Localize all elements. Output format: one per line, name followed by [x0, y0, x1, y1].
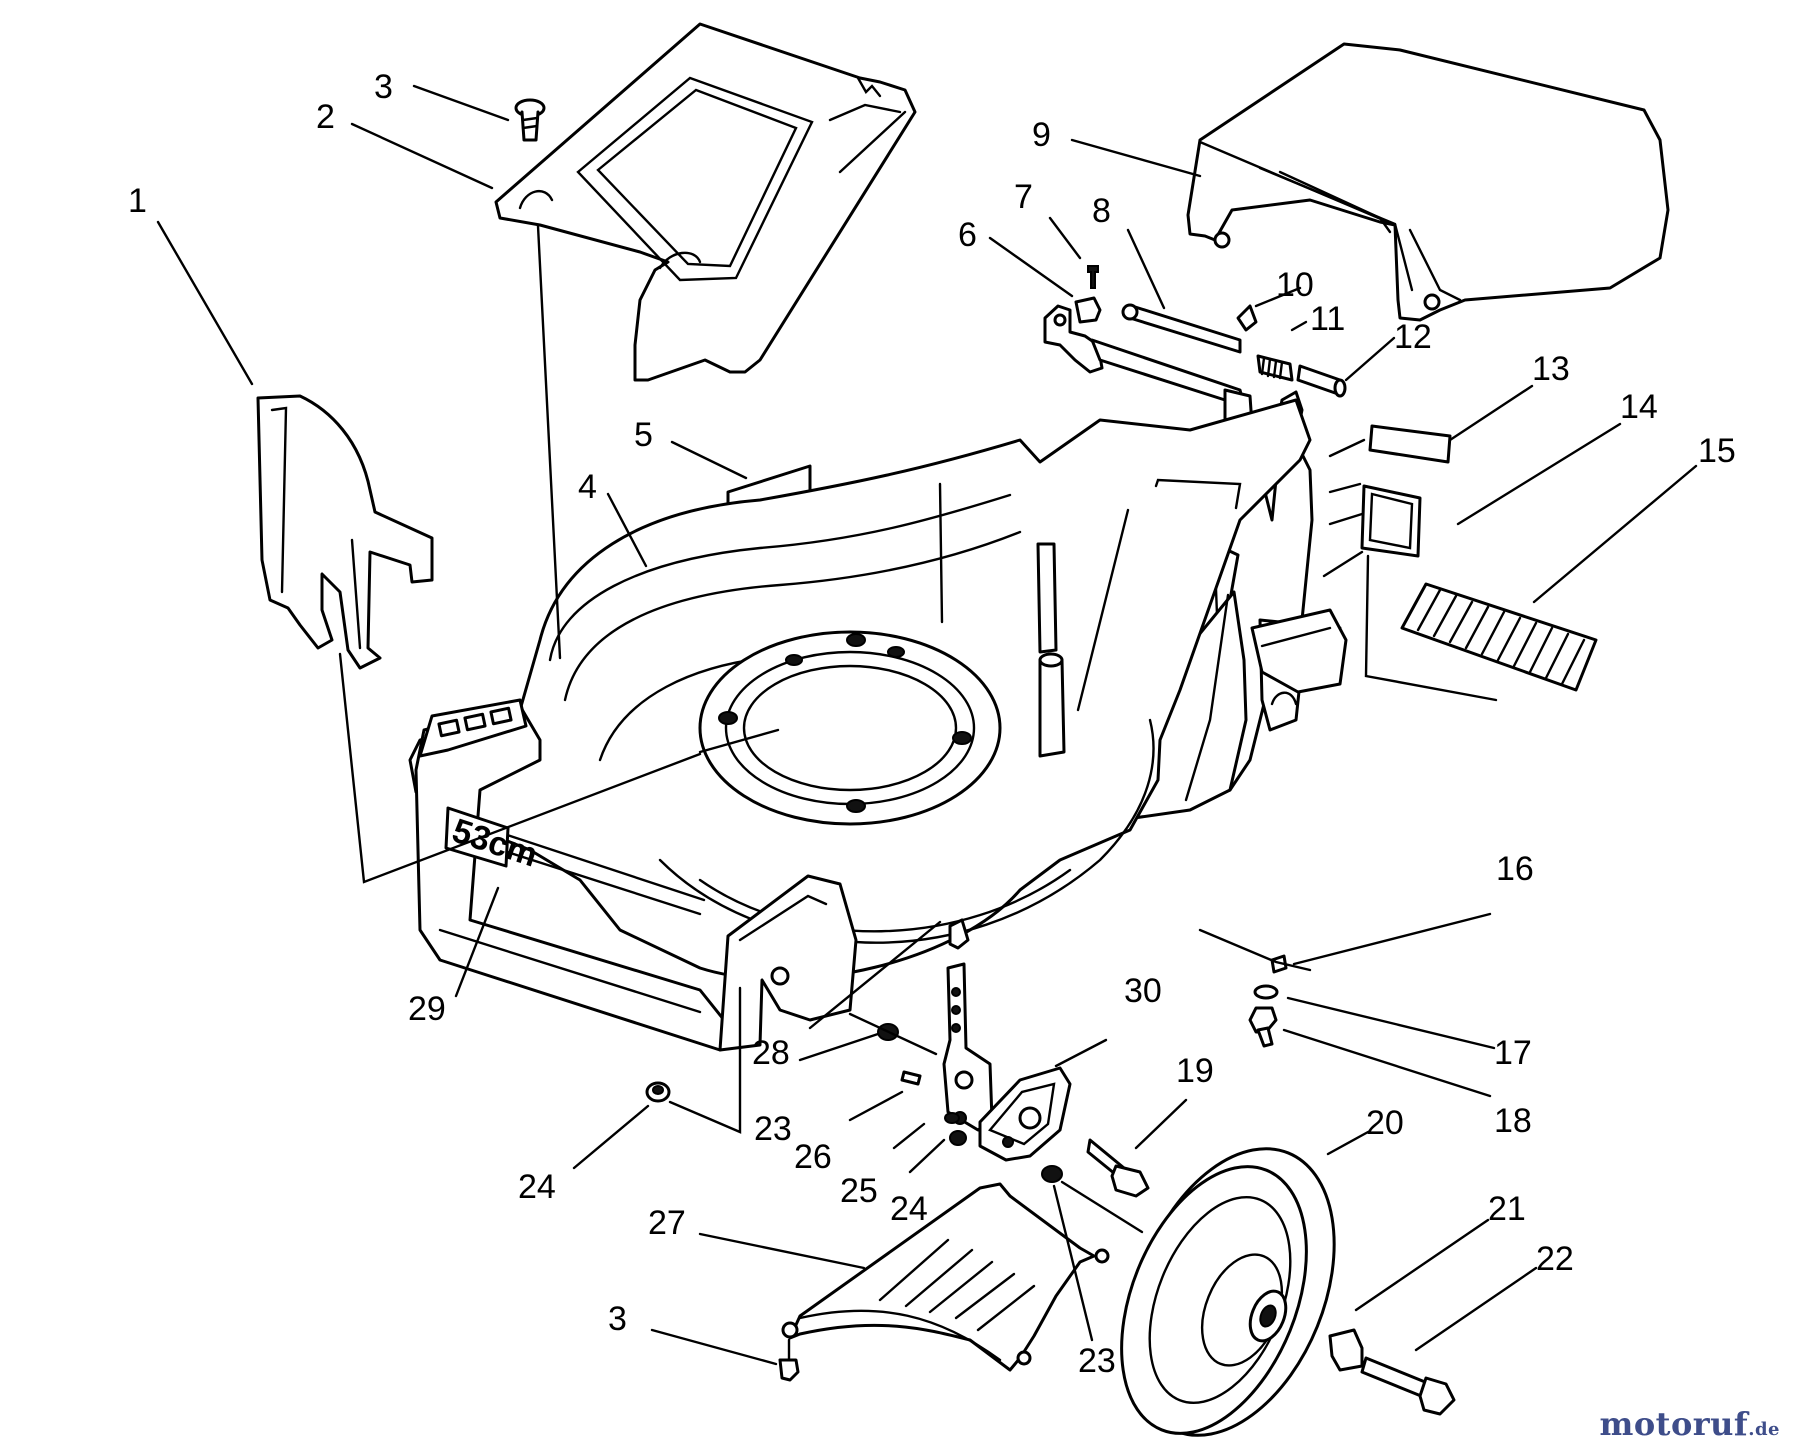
part-6-block[interactable]	[1074, 296, 1102, 324]
part-21-bushing[interactable]	[1328, 1328, 1364, 1372]
callout-12: 12	[1394, 318, 1432, 356]
callout-10: 10	[1276, 266, 1314, 304]
callout-23-upper: 23	[754, 1110, 792, 1148]
part-7-screw[interactable]	[1087, 265, 1099, 289]
part-28-screw[interactable]	[948, 918, 970, 950]
part-27-rear-flap[interactable]	[781, 1182, 1110, 1372]
callout-15: 15	[1698, 432, 1736, 470]
callout-14: 14	[1620, 388, 1658, 426]
part-17-washer[interactable]	[1253, 984, 1279, 1000]
part-13-label[interactable]	[1368, 424, 1452, 464]
part-4-mower-deck[interactable]: 53cm	[408, 398, 1348, 1052]
part-9-catcher-cover[interactable]	[1186, 42, 1670, 322]
callout-3-bottom: 3	[608, 1300, 627, 1338]
callout-6: 6	[958, 216, 977, 254]
part-22-axle-bolt[interactable]	[1360, 1356, 1456, 1416]
assembly-reference-lines	[338, 224, 1498, 1234]
part-11-spring[interactable]	[1256, 354, 1294, 382]
callout-numbers: 1 2 3 3 4 5 6 7 8 9 10 11 12 13 14 15 16…	[128, 68, 1736, 1380]
part-24-nut-left[interactable]	[645, 1081, 671, 1103]
part-14-gasket[interactable]	[1360, 484, 1422, 558]
callout-26: 26	[794, 1138, 832, 1176]
callout-leader-lines	[156, 84, 1698, 1366]
callout-22: 22	[1536, 1240, 1574, 1278]
watermark-brand: motoruf	[1599, 1405, 1749, 1443]
callout-30: 30	[1124, 972, 1162, 1010]
part-3-bolt-top[interactable]	[514, 98, 546, 142]
part-12-pin[interactable]	[1296, 364, 1347, 398]
part-15-grille[interactable]	[1400, 582, 1598, 692]
callout-23-lower: 23	[1078, 1342, 1116, 1380]
callout-19: 19	[1176, 1052, 1214, 1090]
part-1-side-shield[interactable]	[256, 394, 434, 670]
callout-13: 13	[1532, 350, 1570, 388]
callout-11: 11	[1310, 300, 1345, 338]
callout-27: 27	[648, 1204, 686, 1242]
callout-8: 8	[1092, 192, 1111, 230]
part-20-wheel[interactable]	[1086, 1118, 1374, 1447]
callout-16: 16	[1496, 850, 1534, 888]
watermark-logo: motoruf.de	[1599, 1405, 1780, 1443]
callout-24-right: 24	[890, 1190, 928, 1228]
part-3-bolt-bottom[interactable]	[778, 1338, 800, 1382]
callout-25: 25	[840, 1172, 878, 1210]
part-2-top-cover[interactable]	[494, 22, 917, 382]
callout-4: 4	[578, 468, 597, 506]
part-10-clip[interactable]	[1236, 304, 1258, 332]
callout-18: 18	[1494, 1102, 1532, 1140]
callout-29: 29	[408, 990, 446, 1028]
part-16-screw[interactable]	[1270, 954, 1288, 974]
part-25-bushing[interactable]	[944, 1112, 960, 1124]
callout-21: 21	[1488, 1190, 1526, 1228]
callout-3-top: 3	[374, 68, 393, 106]
height-adjust-arm[interactable]	[942, 962, 994, 1132]
part-18-bolt[interactable]	[1248, 1006, 1278, 1048]
part-26-pin[interactable]	[900, 1070, 922, 1086]
callout-1: 1	[128, 182, 147, 220]
callout-24-left: 24	[518, 1168, 556, 1206]
callout-5: 5	[634, 416, 653, 454]
part-23-washer-lower[interactable]	[1041, 1165, 1063, 1183]
part-8-rod[interactable]	[1121, 303, 1242, 354]
callout-17: 17	[1494, 1034, 1532, 1072]
callout-9: 9	[1032, 116, 1051, 154]
callout-2: 2	[316, 98, 335, 136]
callout-20: 20	[1366, 1104, 1404, 1142]
callout-7: 7	[1014, 178, 1033, 216]
callout-28: 28	[752, 1034, 790, 1072]
watermark-suffix: .de	[1748, 1419, 1780, 1440]
part-24-nut-right[interactable]	[949, 1130, 967, 1146]
part-19-bolt[interactable]	[1086, 1138, 1150, 1198]
part-30-wheel-bracket[interactable]	[978, 1066, 1072, 1162]
